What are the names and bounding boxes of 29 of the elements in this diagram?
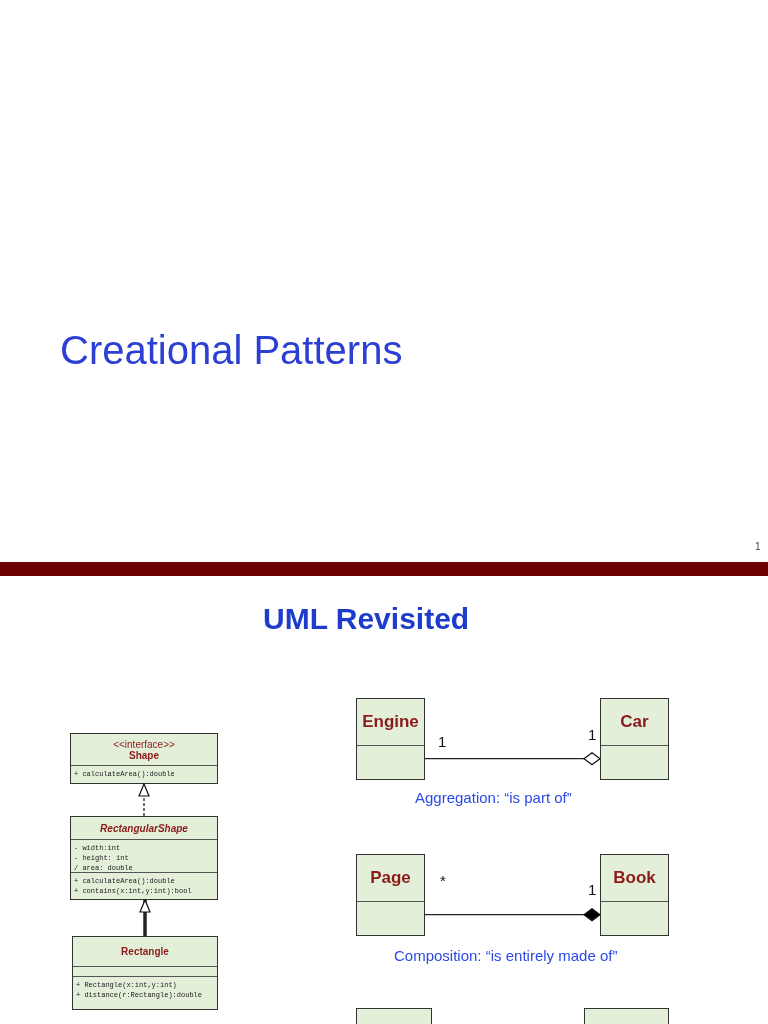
class-name: Car xyxy=(620,712,649,732)
class-name: RectangularShape xyxy=(100,822,188,834)
class-box xyxy=(600,854,669,936)
aggregation-line xyxy=(424,752,601,766)
multiplicity-label: 1 xyxy=(588,726,597,743)
class-box xyxy=(72,936,218,1010)
composition-line xyxy=(424,908,601,922)
caption-text: Composition: “is entirely made of” xyxy=(394,947,618,964)
class-box xyxy=(356,854,425,936)
multiplicity-label: 1 xyxy=(438,733,447,750)
stereotype-text: <<interface>> xyxy=(113,738,175,750)
slide-title: Creational Patterns xyxy=(60,328,403,373)
class-name: Page xyxy=(370,868,411,888)
class-box xyxy=(356,698,425,780)
class-name: Rectangle xyxy=(121,946,169,957)
class-box xyxy=(600,698,669,780)
separator-bar xyxy=(0,562,768,576)
generalization-arrow xyxy=(139,899,151,936)
caption-text: Aggregation: “is part of” xyxy=(415,789,572,806)
class-box xyxy=(70,733,218,784)
class-box xyxy=(70,816,218,900)
multiplicity-label: * xyxy=(440,872,446,889)
class-name: Shape xyxy=(129,749,159,761)
page-number: 1 xyxy=(755,541,761,552)
class-name: Book xyxy=(613,868,656,888)
slide-title: UML Revisited xyxy=(263,602,470,636)
multiplicity-label: 1 xyxy=(588,881,597,898)
generalization-arrow xyxy=(138,783,150,817)
class-name: Engine xyxy=(362,712,419,732)
